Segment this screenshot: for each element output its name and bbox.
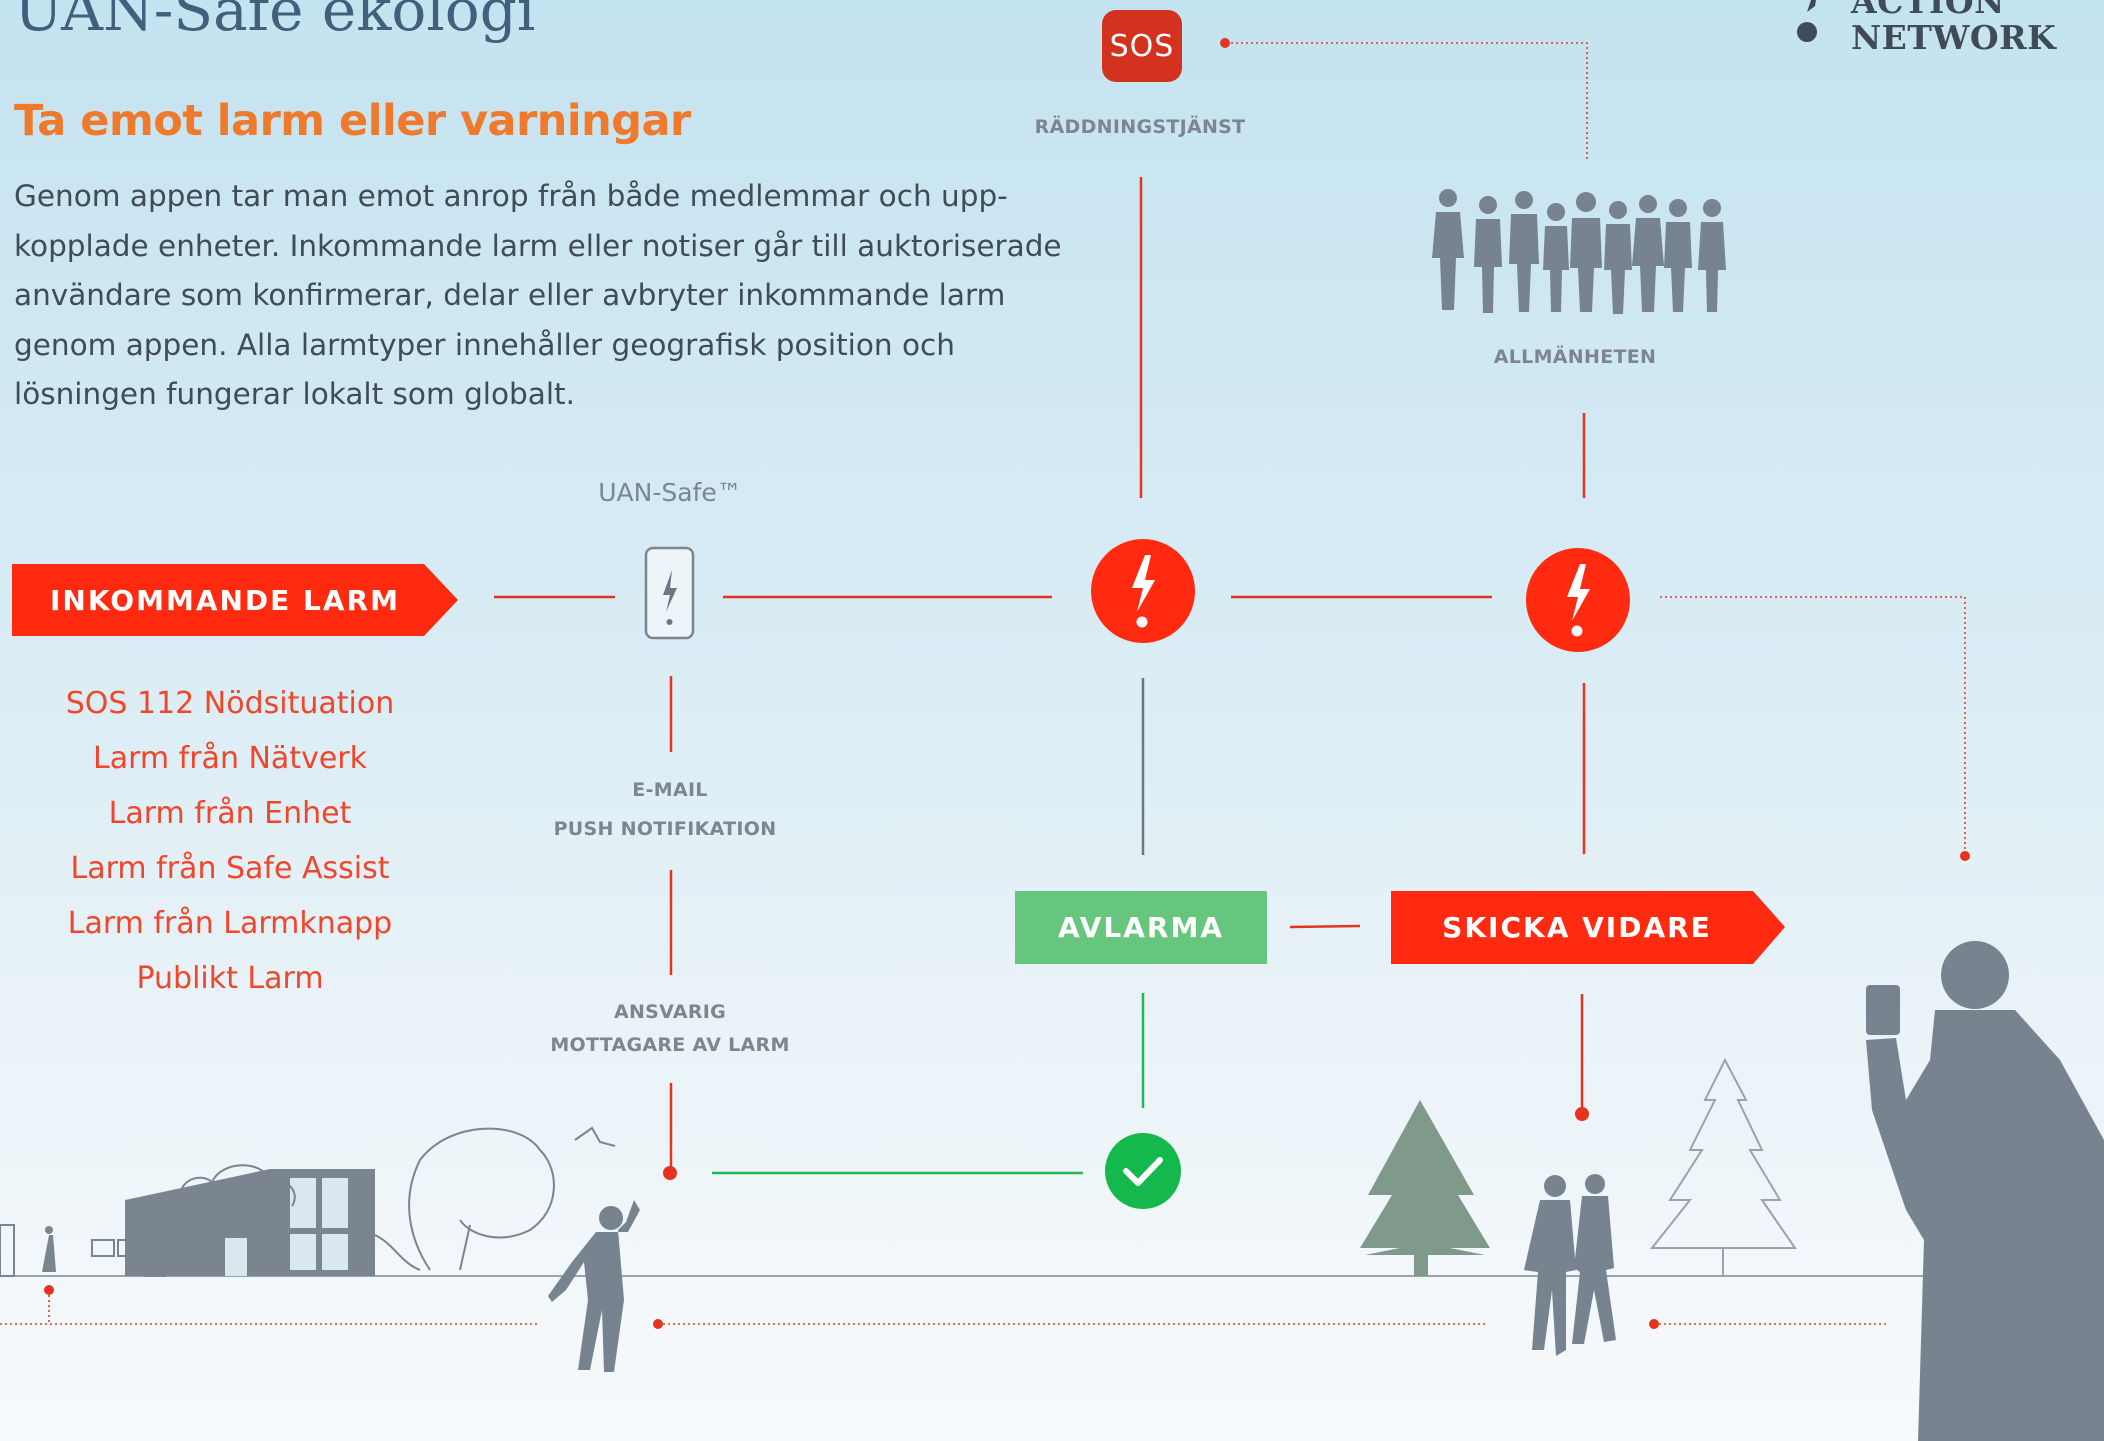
receiver-label-line-2: MOTTAGARE AV LARM [550, 1034, 790, 1056]
red-connectors [494, 177, 1586, 1172]
alarm-type-item: Larm från Larmknapp [67, 906, 393, 941]
page-title: UAN-Safe ekologi [14, 0, 536, 44]
intro-line: kopplade enheter. Inkommande larm eller … [14, 228, 1062, 263]
alarm-type-item: Larm från Safe Assist [70, 851, 390, 886]
check-icon [1105, 1133, 1181, 1209]
alarm-types-list: SOS 112 Nödsituation Larm från Nätverk L… [30, 676, 430, 1006]
intro-paragraph: Genom appen tar man emot anrop från både… [14, 172, 1062, 420]
device-label: UAN-Safe™ [598, 478, 742, 507]
logo-line-2: NETWORK [1851, 18, 2057, 57]
intro-line: genom appen. Alla larmtyper innehåller g… [14, 327, 955, 362]
brand-logo: ACTION NETWORK [1793, 0, 2093, 62]
intro-line: användare som konfirmerar, delar eller a… [14, 278, 1006, 312]
public-label: ALLMÄNHETEN [1493, 346, 1657, 368]
push-channel-label: PUSH NOTIFIKATION [553, 818, 777, 840]
house-illustration [0, 1126, 616, 1277]
alarm-type-item: SOS 112 Nödsituation [65, 686, 395, 721]
dot-markers [44, 38, 1970, 1329]
intro-line: Genom appen tar man emot anrop från både… [14, 179, 1008, 213]
man-with-phone-silhouette [1866, 941, 2104, 1441]
alarm-type-item: Publikt Larm [136, 961, 324, 996]
cancel-alarm-button[interactable]: AVLARMA [1015, 891, 1267, 964]
forward-alarm-button[interactable]: SKICKA VIDARE [1391, 891, 1785, 964]
alarm-bolt-icon [1091, 539, 1195, 643]
outline-tree-illustration [1649, 1057, 1797, 1276]
section-heading: Ta emot larm eller varningar [14, 96, 691, 146]
incoming-alarm-banner: INKOMMANDE LARM [12, 564, 458, 636]
intro-line: lösningen fungerar lokalt som globalt. [14, 377, 575, 411]
crowd-silhouette [1432, 189, 1726, 314]
dotted-connectors [0, 42, 1966, 1325]
logo-line-1: ACTION [1851, 0, 2005, 21]
phone-icon [644, 546, 695, 640]
receiver-label-line-1: ANSVARIG [613, 1001, 727, 1023]
green-connectors [712, 993, 1145, 1175]
logo-mark-icon [1797, 0, 1817, 42]
pine-tree-illustration [1360, 1100, 1490, 1276]
person-looking-silhouette [548, 1200, 640, 1372]
walking-couple-silhouette [1524, 1174, 1616, 1356]
sos-badge: SOS [1102, 10, 1182, 82]
email-channel-label: E-MAIL [632, 779, 708, 801]
rescue-service-label: RÄDDNINGSTJÄNST [1034, 116, 1246, 138]
alarm-type-item: Larm från Nätverk [93, 741, 367, 776]
forward-alarm-bolt-icon [1526, 548, 1630, 652]
alarm-type-item: Larm från Enhet [108, 796, 352, 831]
